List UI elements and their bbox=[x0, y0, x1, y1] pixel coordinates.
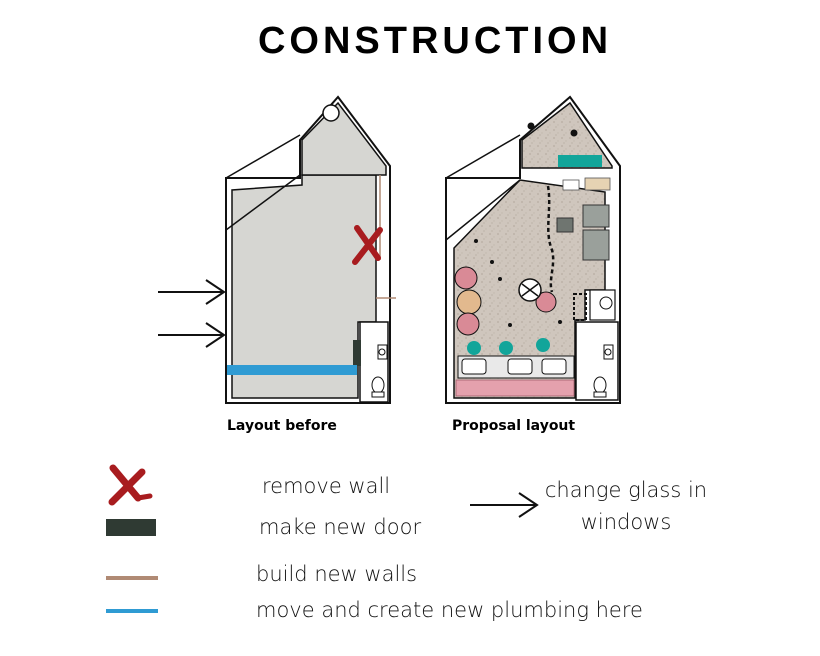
legend-glass-arrow-icon bbox=[470, 492, 539, 518]
caption-before: Layout before bbox=[227, 418, 337, 434]
legend-new-walls-label: build new walls bbox=[256, 562, 418, 586]
window-arrow-lower bbox=[158, 322, 226, 348]
plan-before bbox=[225, 95, 396, 404]
legend-remove-wall-icon bbox=[108, 464, 153, 506]
remove-wall-mark bbox=[352, 225, 383, 265]
caption-proposal: Proposal layout bbox=[452, 418, 576, 434]
legend-plumbing-icon bbox=[106, 609, 158, 613]
legend-plumbing-label: move and create new plumbing here bbox=[256, 598, 643, 622]
legend-new-door-icon bbox=[106, 519, 156, 536]
legend-glass-line2: windows bbox=[580, 510, 672, 534]
page-title: CONSTRUCTION bbox=[257, 20, 613, 62]
legend-remove-wall-label: remove wall bbox=[262, 474, 391, 498]
legend-new-door-label: make new door bbox=[259, 515, 422, 539]
window-arrow-upper bbox=[158, 279, 226, 305]
legend-glass-label: change glass in windows bbox=[526, 474, 726, 538]
legend-new-walls-icon bbox=[106, 576, 158, 580]
legend-glass-line1: change glass in bbox=[544, 478, 708, 502]
plan-proposal bbox=[445, 95, 621, 404]
